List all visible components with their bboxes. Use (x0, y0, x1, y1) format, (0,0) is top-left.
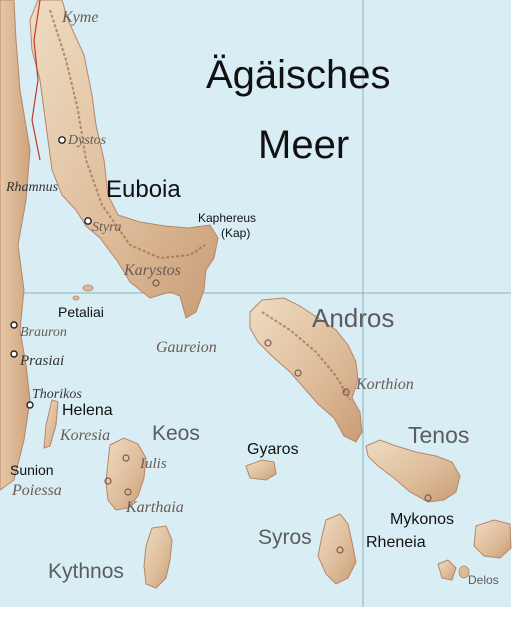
andros-island (249, 297, 363, 443)
town-marker (264, 339, 272, 347)
region-label-tenos: Tenos (408, 422, 469, 448)
region-label-andros: Andros (312, 303, 394, 333)
sea-label-line1: Ägäisches (206, 53, 391, 97)
place-label-styra: Styra (92, 220, 122, 235)
region-label-rheneia: Rheneia (366, 534, 426, 551)
region-label-petaliai: Petaliai (58, 304, 104, 320)
place-label-koresia: Koresia (59, 427, 110, 444)
region-label-helena: Helena (62, 402, 113, 419)
tenos-island (365, 439, 461, 503)
region-label-keos: Keos (152, 422, 200, 445)
region-label-euboia: Euboia (106, 176, 181, 203)
petaliai-islet (72, 295, 80, 301)
helena-island (43, 399, 59, 449)
place-label-brauron: Brauron (20, 325, 67, 340)
cape-label-note: (Kap) (221, 226, 250, 240)
town-marker (58, 136, 66, 144)
town-marker (84, 217, 92, 225)
attica-coast (0, 0, 31, 491)
delos-islet (458, 565, 470, 579)
euboia-ridge (49, 9, 206, 260)
place-label-kyme: Kyme (61, 9, 98, 26)
place-label-gaureion: Gaureion (156, 339, 217, 356)
town-marker (342, 388, 350, 396)
town-marker (294, 369, 302, 377)
frame-right (511, 0, 516, 624)
region-label-mykonos: Mykonos (390, 511, 454, 528)
petaliai-islet (82, 284, 94, 292)
gyaros-island (245, 459, 277, 481)
region-label-gyaros: Gyaros (247, 441, 299, 458)
euboia-island (29, 0, 219, 319)
town-marker (10, 321, 18, 329)
region-label-sunion: Sunion (10, 462, 54, 478)
town-marker (10, 350, 18, 358)
region-label-syros: Syros (258, 526, 312, 549)
cape-label-name: Kaphereus (198, 211, 256, 225)
kythnos-island (143, 525, 173, 589)
place-label-korthion: Korthion (355, 376, 414, 393)
andros-ridge (261, 311, 351, 401)
frame-bottom (0, 607, 516, 624)
place-label-iulis: Iulis (139, 456, 167, 472)
town-marker (124, 488, 132, 496)
region-label-kythnos: Kythnos (48, 560, 124, 583)
town-marker (152, 279, 160, 287)
border-line (31, 0, 41, 161)
town-marker (104, 477, 112, 485)
place-label-dystos: Dystos (67, 133, 107, 148)
town-marker (424, 494, 432, 502)
rheneia-island (437, 559, 457, 581)
place-label-karthaia: Karthaia (125, 499, 184, 516)
town-marker (26, 401, 34, 409)
region-label-delos: Delos (468, 573, 499, 587)
place-label-karystos: Karystos (123, 262, 181, 279)
place-label-prasiai: Prasiai (19, 353, 64, 369)
place-label-rhamnus: Rhamnus (5, 180, 59, 195)
place-label-poiessa: Poiessa (11, 482, 62, 499)
sea-label-line2: Meer (258, 123, 349, 167)
place-label-thorikos: Thorikos (32, 387, 82, 402)
town-marker (122, 454, 130, 462)
town-marker (336, 546, 344, 554)
mykonos-island (473, 519, 512, 559)
